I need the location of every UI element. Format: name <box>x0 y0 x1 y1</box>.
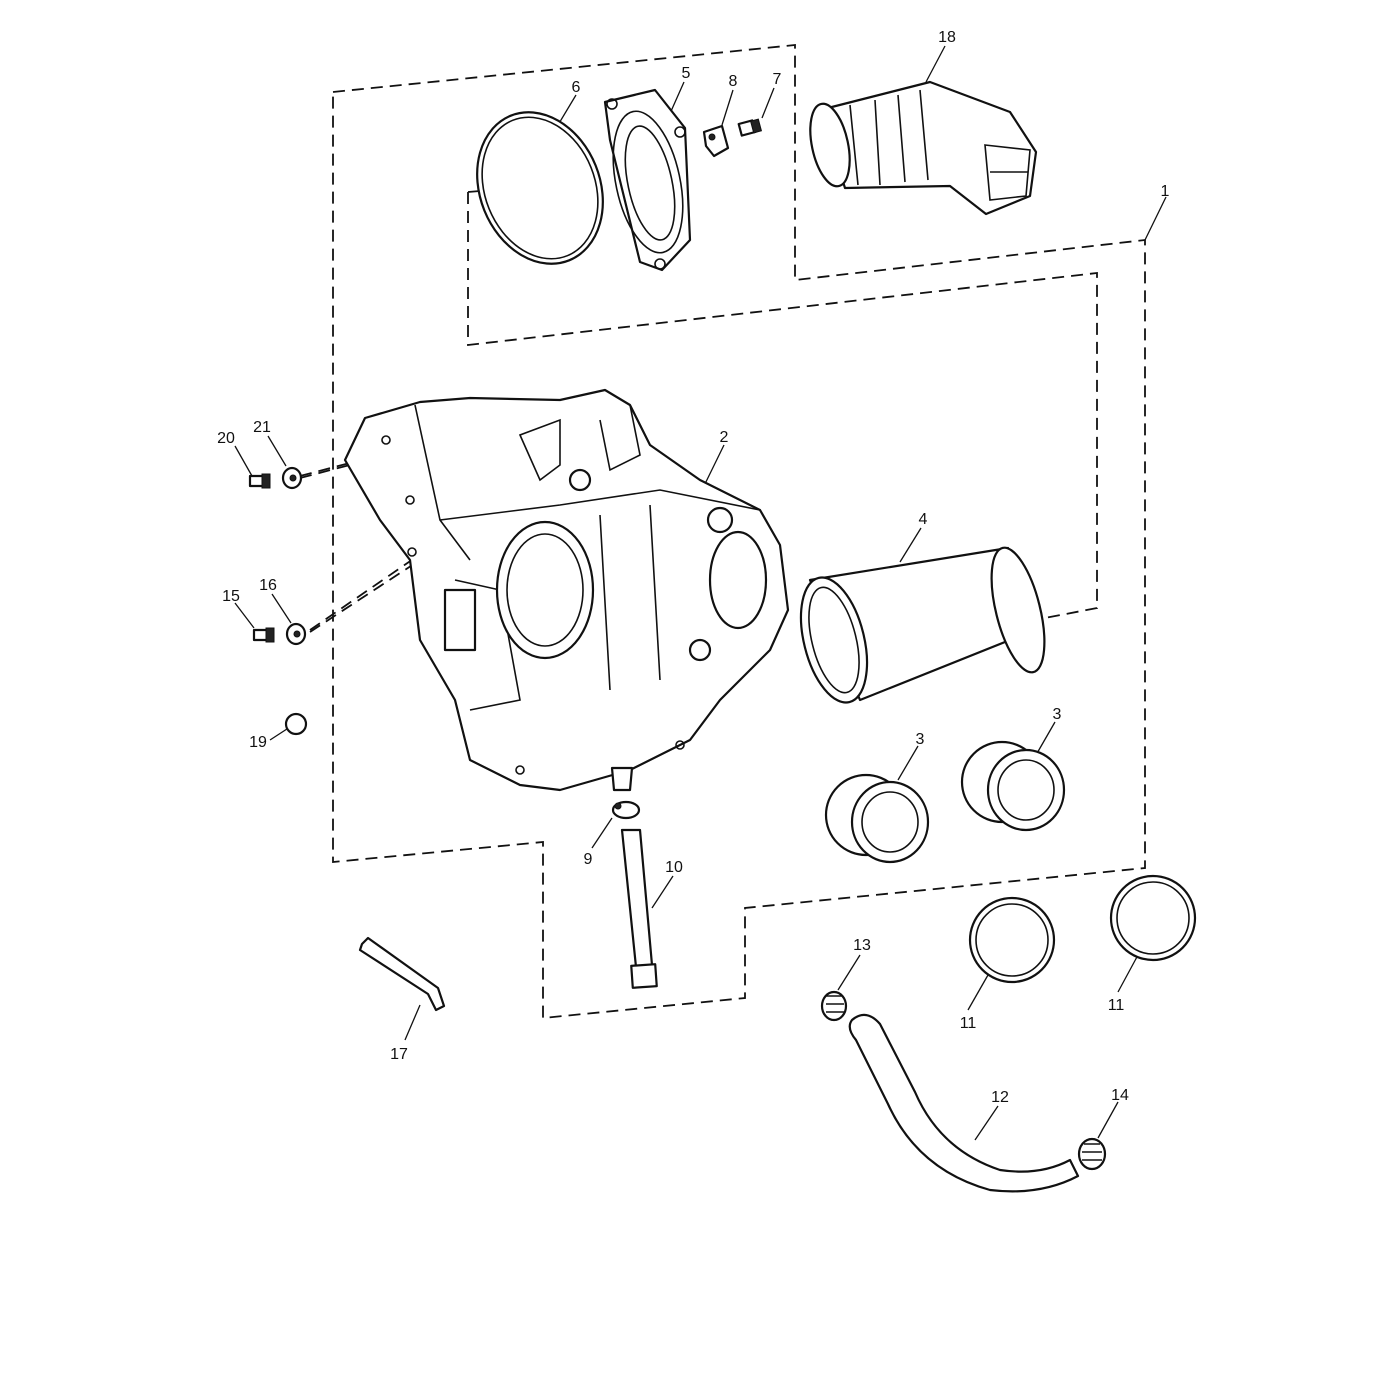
callout-13: 13 <box>853 937 871 954</box>
callout-1: 1 <box>1161 183 1170 200</box>
grommet-part-21 <box>281 466 303 490</box>
callout-16: 16 <box>259 577 277 594</box>
callout-11b: 11 <box>1108 997 1125 1014</box>
o-ring-seal-part-6 <box>476 111 604 265</box>
airbox-housing-part-2 <box>343 388 790 792</box>
leader-1 <box>1144 196 1167 241</box>
callout-2: 2 <box>720 429 729 446</box>
o-ring-part-11b <box>1109 874 1197 962</box>
leader-11b <box>1117 954 1139 993</box>
callout-10: 10 <box>665 859 683 876</box>
leader-8 <box>721 89 734 126</box>
leader-11a <box>967 974 989 1011</box>
leader-20 <box>234 445 253 477</box>
screw-part-7 <box>737 118 763 137</box>
leader-14 <box>1097 1101 1119 1139</box>
drain-tube-part-10 <box>620 828 658 989</box>
callout-18: 18 <box>938 29 956 46</box>
leader-15 <box>234 602 255 629</box>
clip-part-8 <box>702 124 730 158</box>
callout-12: 12 <box>991 1089 1009 1106</box>
callout-19: 19 <box>249 734 267 751</box>
callout-11a: 11 <box>960 1015 977 1032</box>
throttle-port-right <box>708 530 768 630</box>
grommet-part-16 <box>285 622 307 646</box>
o-ring-part-11a <box>968 896 1056 984</box>
leader-13 <box>837 954 861 991</box>
leader-10 <box>651 875 674 909</box>
leader-21 <box>267 435 287 467</box>
callout-3b: 3 <box>1053 706 1062 723</box>
leader-17 <box>404 1004 421 1041</box>
leader-3b <box>1035 721 1056 756</box>
assembly-1-boundary <box>332 44 1146 1019</box>
o-ring-seal-inner <box>481 116 599 260</box>
flange-plate-part-5 <box>603 88 692 272</box>
callout-14: 14 <box>1111 1087 1129 1104</box>
leader-3a <box>897 745 919 781</box>
rubber-adaptor-part-3b <box>960 740 1066 832</box>
hose-part-12 <box>848 1013 1080 1193</box>
leader-7 <box>761 87 775 119</box>
leader-9 <box>591 817 613 849</box>
callout-20: 20 <box>217 430 235 447</box>
rubber-adaptor-part-3a <box>824 773 930 864</box>
air-filter-part-4 <box>799 546 1046 704</box>
hose-clip-part-9 <box>611 800 641 820</box>
callout-8: 8 <box>729 73 738 90</box>
leader-4 <box>899 527 922 563</box>
callout-3a: 3 <box>916 731 925 748</box>
callout-labels: 1 2 3 3 4 5 6 7 8 9 10 11 11 12 13 14 15… <box>217 29 1169 1106</box>
callout-6: 6 <box>572 79 581 96</box>
callout-7: 7 <box>773 71 782 88</box>
intake-duct-part-18 <box>809 80 1038 216</box>
screw-part-20 <box>248 473 271 489</box>
fastener-16-line-2 <box>309 559 421 633</box>
plug-part-19 <box>284 712 308 736</box>
callout-4: 4 <box>919 511 928 528</box>
leader-12 <box>974 1105 999 1141</box>
hose-clamp-part-14 <box>1077 1137 1107 1171</box>
callout-5: 5 <box>682 65 691 82</box>
callout-15: 15 <box>222 588 240 605</box>
leader-16 <box>271 593 292 624</box>
hex-key-part-17 <box>358 936 446 1012</box>
callout-21: 21 <box>253 419 271 436</box>
callout-9: 9 <box>584 851 593 868</box>
leader-18 <box>925 45 946 83</box>
callout-17: 17 <box>390 1046 408 1063</box>
throttle-port-left <box>495 520 595 660</box>
screw-part-15 <box>252 627 275 643</box>
hose-clamp-part-13 <box>820 990 848 1022</box>
drain-spigot <box>610 766 634 792</box>
